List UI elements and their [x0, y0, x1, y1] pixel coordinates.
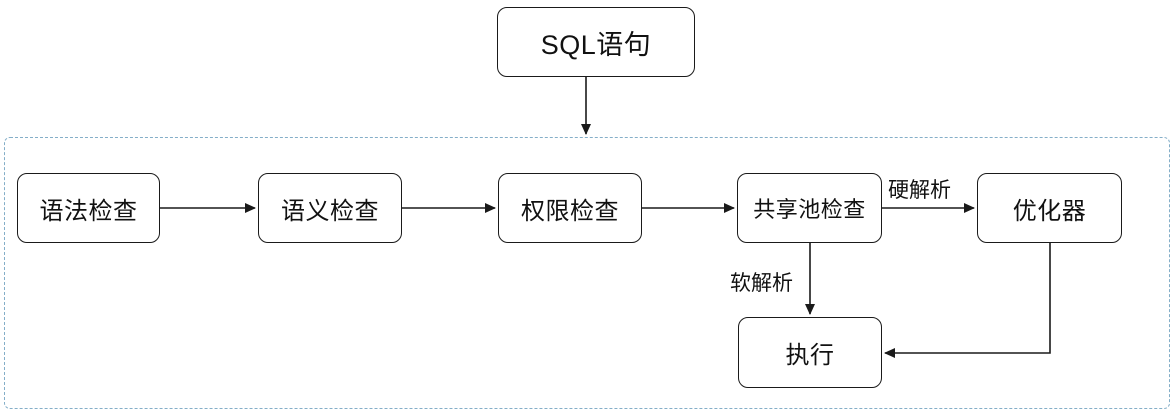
node-sql-statement: SQL语句	[497, 7, 695, 77]
arrow-optimizer-to-execute	[884, 243, 1051, 358]
edge-label-soft-parse: 软解析	[730, 272, 793, 295]
node-permission-check: 权限检查	[498, 173, 642, 243]
edge-label-hard-parse: 硬解析	[888, 179, 951, 202]
node-semantic-check: 语义检查	[258, 173, 402, 243]
node-syntax-check: 语法检查	[17, 173, 160, 243]
node-execute: 执行	[738, 317, 882, 388]
node-shared-pool-check: 共享池检查	[737, 173, 882, 243]
dashed-flow-container	[4, 137, 1170, 409]
node-optimizer: 优化器	[977, 173, 1122, 243]
